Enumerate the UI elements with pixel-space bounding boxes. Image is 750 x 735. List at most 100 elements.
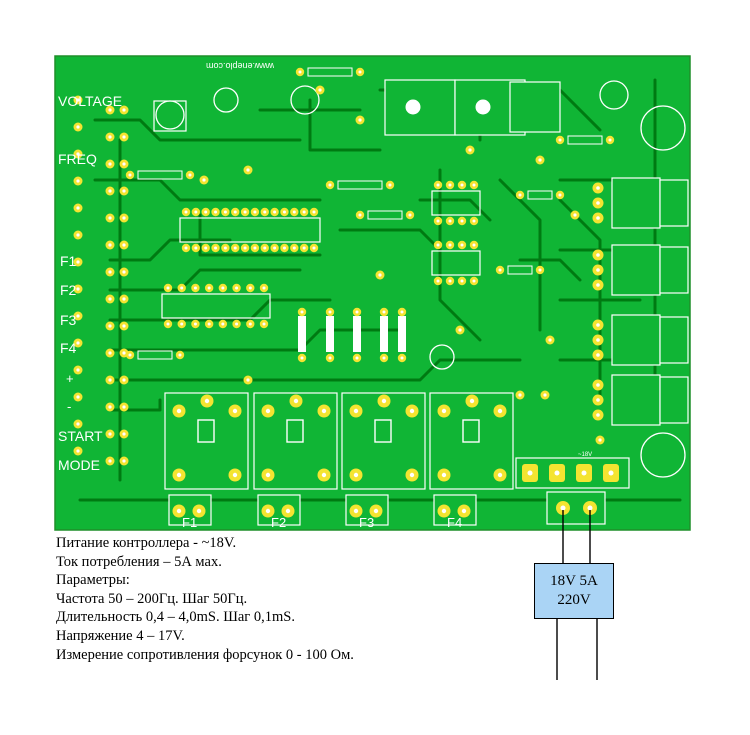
drill-hole <box>122 270 126 274</box>
drill-hole <box>469 398 475 404</box>
drill-hole <box>232 408 238 414</box>
drill-hole <box>122 378 126 382</box>
drill-hole <box>460 183 464 187</box>
drill-hole <box>108 243 112 247</box>
drill-hole <box>76 206 80 210</box>
regulator <box>384 79 456 136</box>
transistor-tab <box>659 246 689 294</box>
drill-hole <box>184 210 188 214</box>
drill-hole <box>382 310 386 314</box>
trace <box>518 258 582 282</box>
drill-hole <box>176 472 182 478</box>
drill-hole <box>409 472 415 478</box>
resistor <box>380 316 388 352</box>
drill-hole <box>204 210 208 214</box>
drill-hole <box>122 351 126 355</box>
drill-hole <box>596 413 600 417</box>
psu-mains-wires <box>556 619 598 680</box>
drill-hole <box>108 378 112 382</box>
drill-hole <box>282 246 286 250</box>
drill-hole <box>436 279 440 283</box>
drill-hole <box>202 178 206 182</box>
drill-hole <box>472 243 476 247</box>
drill-hole <box>596 353 600 357</box>
drill-hole <box>460 219 464 223</box>
drill-hole <box>498 268 502 272</box>
drill-hole <box>76 152 80 156</box>
drill-hole <box>214 246 218 250</box>
drill-hole <box>312 246 316 250</box>
drill-hole <box>265 508 271 514</box>
drill-hole <box>232 472 238 478</box>
drill-hole <box>122 432 126 436</box>
drill-hole <box>184 246 188 250</box>
label-freq: FREQ <box>58 151 97 167</box>
drill-hole <box>596 398 600 402</box>
drill-hole <box>193 286 197 290</box>
drill-hole <box>461 508 467 514</box>
trace <box>108 298 332 322</box>
transistor <box>611 244 661 296</box>
drill-hole <box>596 268 600 272</box>
drill-hole <box>358 70 362 74</box>
resistor <box>326 316 334 352</box>
drill-hole <box>292 210 296 214</box>
drill-hole <box>468 148 472 152</box>
drill-hole <box>441 508 447 514</box>
drill-hole <box>122 405 126 409</box>
drill-hole <box>460 279 464 283</box>
drill-hole <box>243 246 247 250</box>
drill-hole <box>122 297 126 301</box>
trace <box>418 198 492 222</box>
drill-hole <box>108 216 112 220</box>
drill-hole <box>543 393 547 397</box>
drill-hole <box>558 138 562 142</box>
drill-hole <box>448 279 452 283</box>
trace <box>108 268 302 292</box>
drill-hole <box>122 189 126 193</box>
relay-coil <box>197 419 215 443</box>
drill-hole <box>353 408 359 414</box>
drill-hole <box>388 183 392 187</box>
ic-chip <box>431 250 481 276</box>
drill-hole <box>235 322 239 326</box>
drill-hole <box>460 243 464 247</box>
psu-input-rating: 220V <box>557 592 591 608</box>
drill-hole <box>378 273 382 277</box>
drill-hole <box>436 243 440 247</box>
drill-hole <box>243 210 247 214</box>
drill-hole <box>265 408 271 414</box>
drill-hole <box>321 472 327 478</box>
label-start: START <box>58 428 103 444</box>
resistor <box>367 210 403 220</box>
drill-hole <box>285 508 291 514</box>
psu-output-rating: 18V 5A <box>550 573 598 589</box>
drill-hole <box>108 108 112 112</box>
drill-hole <box>312 210 316 214</box>
transistor <box>611 177 661 229</box>
drill-hole <box>108 297 112 301</box>
output-label-f3: F3 <box>359 515 374 530</box>
drill-hole <box>122 108 126 112</box>
drill-hole <box>194 210 198 214</box>
drill-hole <box>608 470 614 476</box>
drill-hole <box>300 310 304 314</box>
transistor-tab <box>659 179 689 227</box>
ic-chip <box>161 293 271 319</box>
trace <box>108 358 522 382</box>
drill-hole <box>108 324 112 328</box>
note-line: Напряжение 4 – 17V. <box>56 627 185 644</box>
capacitor <box>213 87 239 113</box>
drill-hole <box>587 505 593 511</box>
drill-hole <box>207 286 211 290</box>
drill-hole <box>223 246 227 250</box>
drill-hole <box>608 138 612 142</box>
drill-hole <box>122 135 126 139</box>
resistor <box>527 190 553 200</box>
drill-hole <box>108 189 112 193</box>
drill-hole <box>122 324 126 328</box>
label-f4: F4 <box>60 340 77 356</box>
drill-hole <box>262 322 266 326</box>
drill-hole <box>382 356 386 360</box>
note-line: Ток потребления – 5А мах. <box>56 553 222 570</box>
